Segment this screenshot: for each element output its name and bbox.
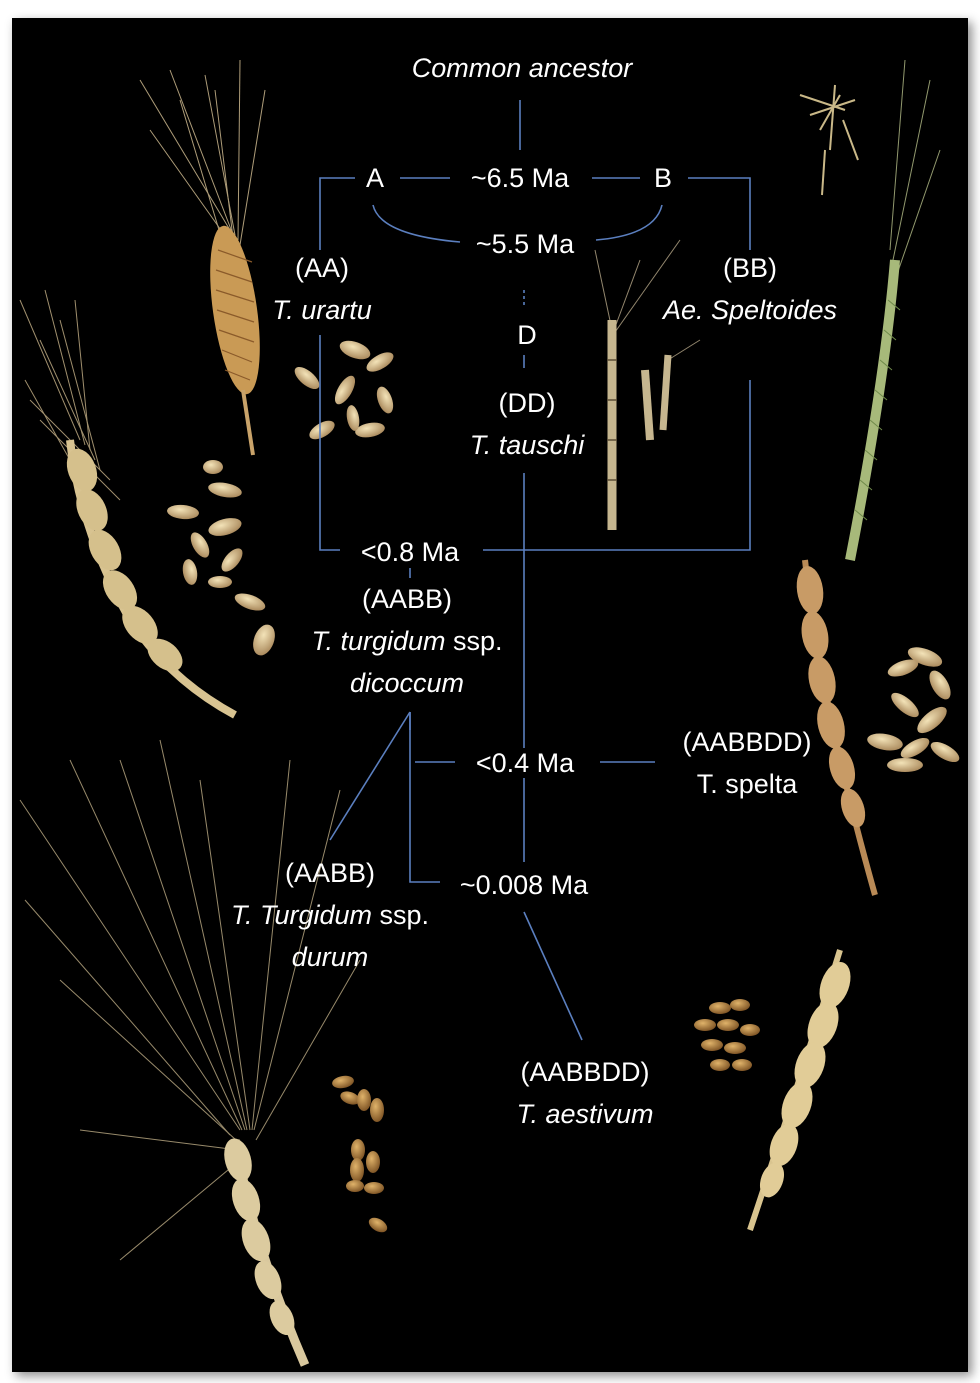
durum-name-line2: durum <box>231 936 429 978</box>
durum-awns-image <box>20 740 360 1260</box>
urartu-spike-image <box>201 223 268 455</box>
durum-name: T. Turgidum <box>231 900 372 930</box>
time-durum: ~0.008 Ma <box>460 872 588 899</box>
urartu-grains-image <box>291 337 396 443</box>
dicoccum-to-durum <box>330 712 410 840</box>
urartu-label: (AA) T. urartu <box>272 247 372 331</box>
time-d-split: ~5.5 Ma <box>476 231 574 258</box>
b-lineage <box>688 178 750 250</box>
durum-ssp: ssp. <box>372 900 429 930</box>
dicoccum-name-line2: dicoccum <box>311 662 502 704</box>
aestivum-label: (AABBDD) T. aestivum <box>516 1051 653 1135</box>
dicoccum-genome: (AABB) <box>311 578 502 620</box>
aestivum-spike-image <box>750 950 856 1230</box>
aestivum-genome: (AABBDD) <box>516 1051 653 1093</box>
time-ab-split: ~6.5 Ma <box>471 165 569 192</box>
spelta-name: T. spelta <box>682 763 811 805</box>
d-arc <box>373 205 460 242</box>
spelta-grains-image <box>866 643 962 772</box>
aestivum-stem <box>524 912 582 1040</box>
tauschi-genome: (DD) <box>470 382 585 424</box>
speltoides-spike-image <box>850 60 940 560</box>
dicoccum-grains-image <box>166 460 278 658</box>
dicoccum-label: (AABB) T. turgidum ssp. dicoccum <box>311 578 502 704</box>
urartu-name: T. urartu <box>272 289 372 331</box>
urartu-ear-image <box>140 60 265 250</box>
root-label: Common ancestor <box>412 55 633 82</box>
durum-spike-image <box>220 1135 305 1365</box>
speltoides-spikelets-image <box>800 85 858 195</box>
speltoides-genome: (BB) <box>663 247 837 289</box>
dicoccum-spike-image <box>61 440 235 715</box>
aestivum-name: T. aestivum <box>516 1093 653 1135</box>
a-lineage <box>320 178 355 250</box>
aestivum-grains-image <box>694 999 760 1071</box>
dicoccum-ssp: ssp. <box>446 626 503 656</box>
tauschi-name: T. tauschi <box>470 424 585 466</box>
speltoides-name: Ae. Speltoides <box>663 289 837 331</box>
d-arc-right <box>596 205 662 240</box>
time-hexaploid: <0.4 Ma <box>476 750 574 777</box>
genome-d-label: D <box>517 322 537 349</box>
urartu-genome: (AA) <box>272 247 372 289</box>
spelta-genome: (AABBDD) <box>682 721 811 763</box>
genome-b-label: B <box>654 165 672 192</box>
time-tetraploid: <0.8 Ma <box>361 539 459 566</box>
tauschi-label: (DD) T. tauschi <box>470 382 585 466</box>
dicoccum-name: T. turgidum <box>311 626 445 656</box>
a-lineage-lower <box>320 335 340 550</box>
spelta-label: (AABBDD) T. spelta <box>682 721 811 805</box>
speltoides-label: (BB) Ae. Speltoides <box>663 247 837 331</box>
durum-genome: (AABB) <box>231 852 429 894</box>
durum-label: (AABB) T. Turgidum ssp. durum <box>231 852 429 978</box>
genome-a-label: A <box>366 165 384 192</box>
durum-grains-image <box>331 1074 390 1235</box>
